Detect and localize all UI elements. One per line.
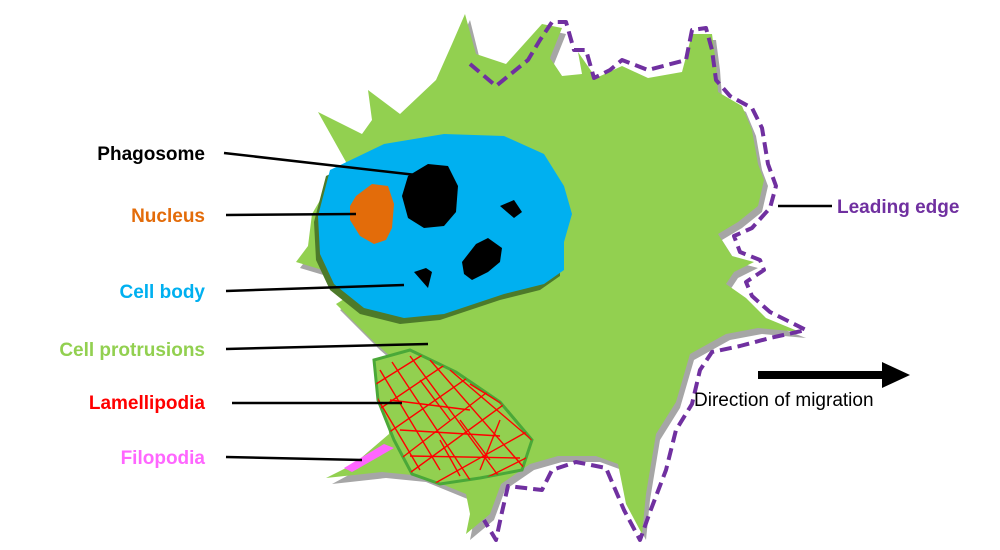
direction-of-migration-label: Direction of migration: [694, 390, 874, 411]
filopodia-leader-line: [226, 457, 362, 460]
cell-body-label: Cell body: [119, 282, 205, 303]
direction-arrow: [758, 362, 910, 388]
lamellipodia-label: Lamellipodia: [89, 393, 206, 414]
leading-edge-label: Leading edge: [837, 197, 959, 218]
nucleus-label: Nucleus: [131, 206, 205, 227]
cell-protrusions-label: Cell protrusions: [59, 340, 205, 361]
nucleus-leader-line: [226, 214, 356, 215]
filopodia-label: Filopodia: [121, 448, 206, 469]
phagosome-label: Phagosome: [97, 144, 205, 165]
